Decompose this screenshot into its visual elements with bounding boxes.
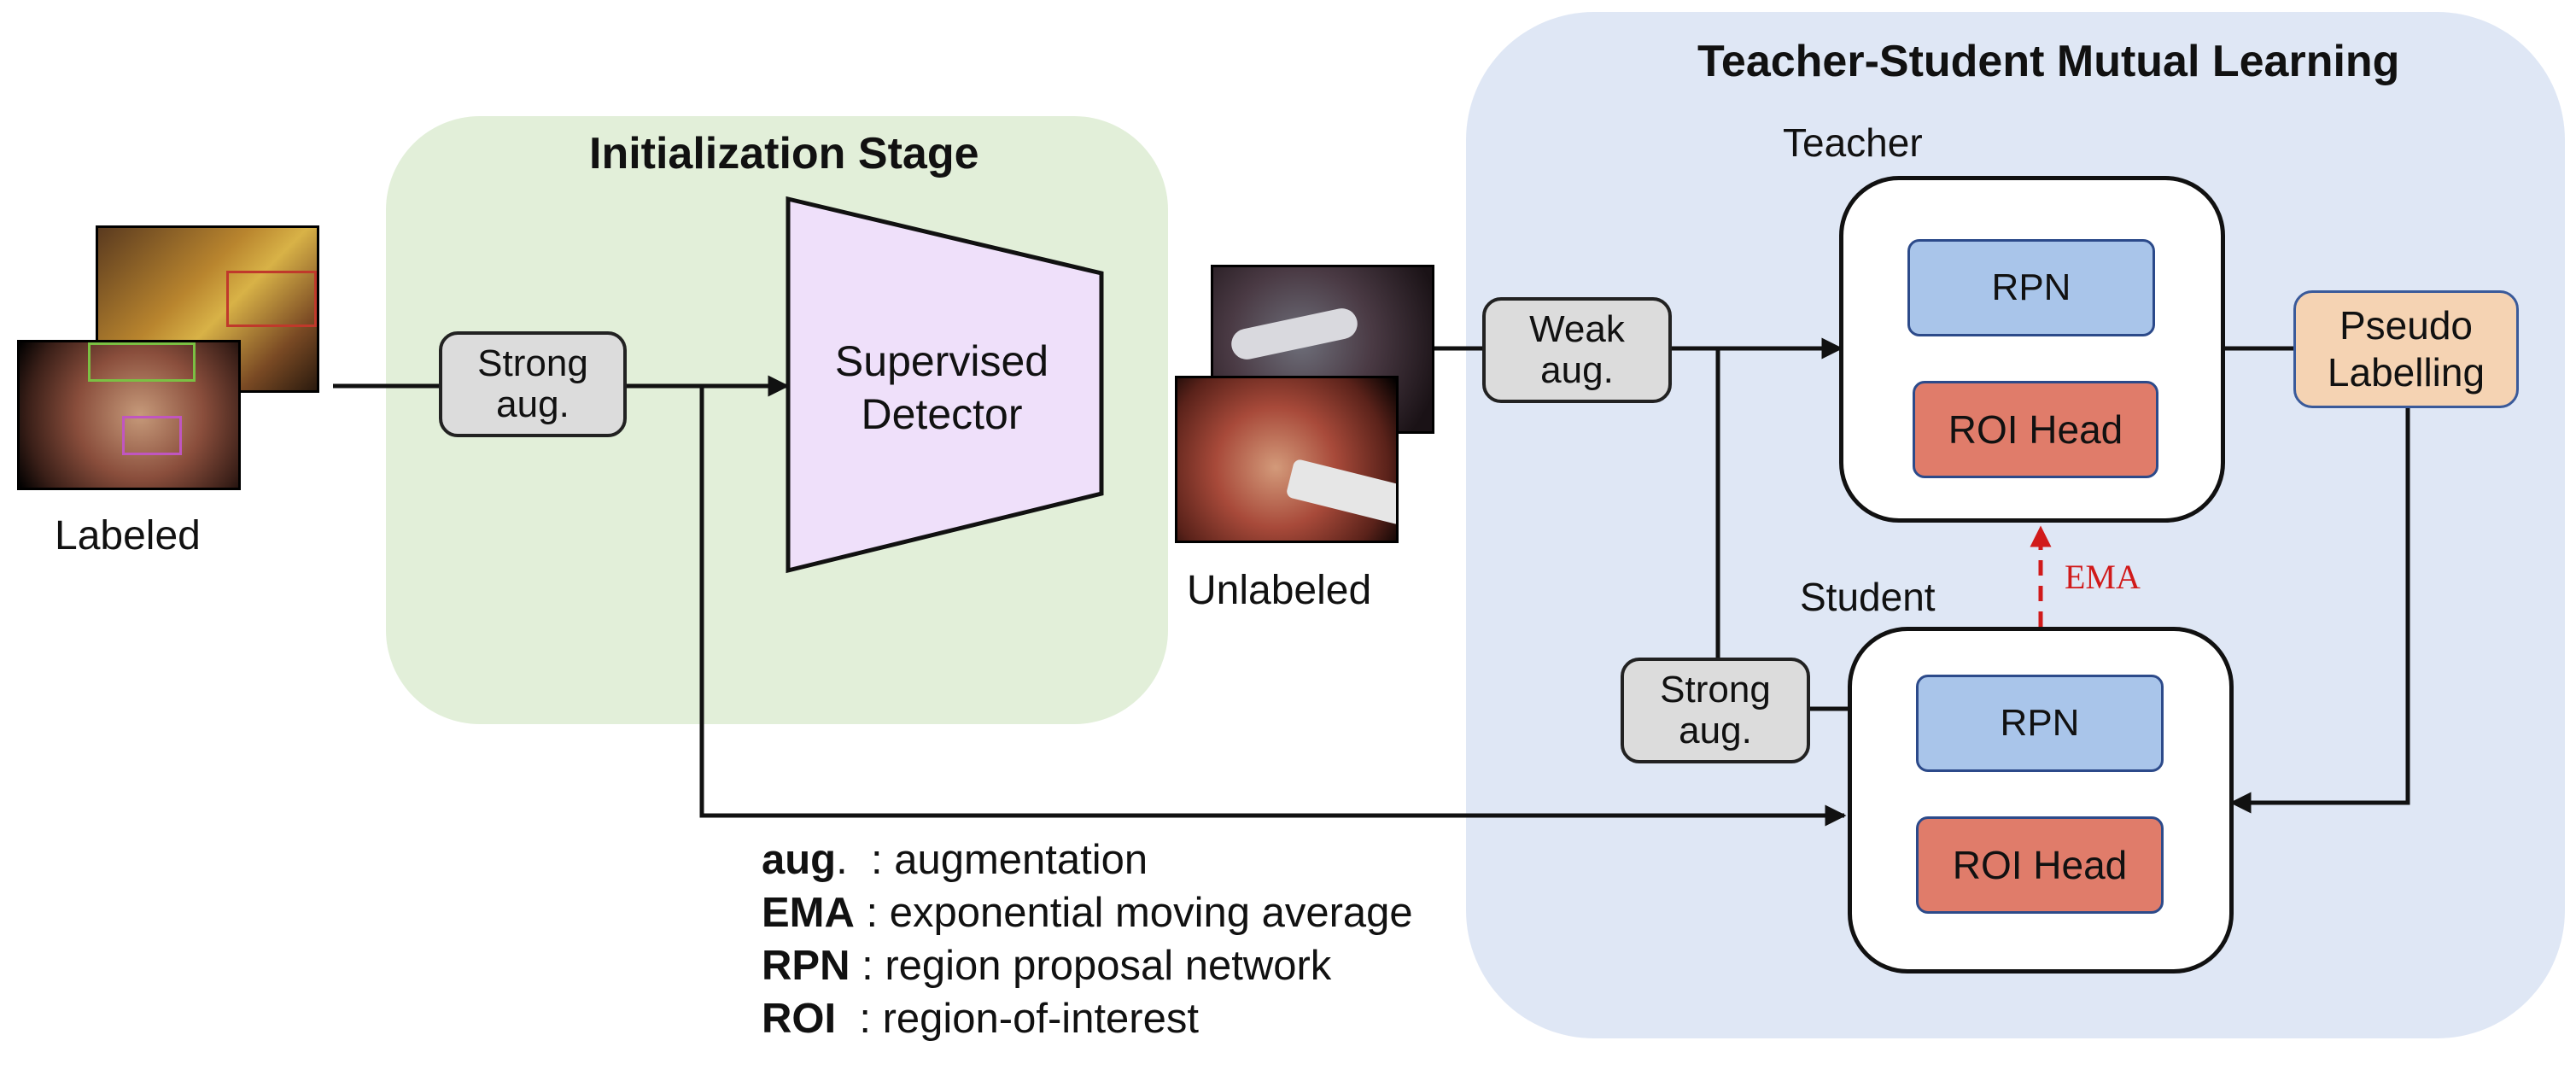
student-roi-head: ROI Head xyxy=(1916,816,2164,914)
legend-desc: exponential moving average xyxy=(889,890,1413,936)
legend-sep: : xyxy=(850,943,885,989)
unlabeled-image-front xyxy=(1175,376,1399,543)
legend-term: aug xyxy=(762,837,837,883)
legend-sep: : xyxy=(854,890,890,936)
legend-desc: region-of-interest xyxy=(882,996,1199,1042)
student-title: Student xyxy=(1800,575,1936,619)
supervised-detector-label: Supervised Detector xyxy=(834,337,1049,438)
teacher-roi-head: ROI Head xyxy=(1913,381,2158,478)
teacher-title: Teacher xyxy=(1783,120,1923,165)
legend-term: EMA xyxy=(762,890,855,936)
weak-aug-box: Weak aug. xyxy=(1482,297,1672,403)
teacher-rpn: RPN xyxy=(1907,239,2155,336)
strong-aug-box-init: Strong aug. xyxy=(439,331,627,437)
legend-desc: augmentation xyxy=(894,837,1148,883)
strong-aug-label-student: Strong aug. xyxy=(1660,668,1771,751)
mutual-learning-title: Teacher-Student Mutual Learning xyxy=(1697,37,2400,86)
labeled-image-front xyxy=(17,340,241,490)
legend-row: ROI : region-of-interest xyxy=(762,992,1413,1045)
strong-aug-box-student: Strong aug. xyxy=(1621,658,1810,763)
unlabeled-caption: Unlabeled xyxy=(1187,568,1372,613)
pseudo-labelling-box: Pseudo Labelling xyxy=(2293,290,2519,408)
legend-row: EMA : exponential moving average xyxy=(762,886,1413,939)
legend-sep: . : xyxy=(836,837,895,883)
legend-desc: region proposal network xyxy=(885,943,1332,989)
legend-term: ROI xyxy=(762,996,837,1042)
pseudo-labelling-label: Pseudo Labelling xyxy=(2327,302,2485,395)
legend: aug. : augmentation EMA : exponential mo… xyxy=(762,833,1413,1045)
labeled-caption: Labeled xyxy=(55,513,201,558)
legend-row: RPN : region proposal network xyxy=(762,939,1413,992)
legend-term: RPN xyxy=(762,943,850,989)
legend-sep: : xyxy=(836,996,883,1042)
legend-row: aug. : augmentation xyxy=(762,833,1413,886)
ema-label: EMA xyxy=(2065,558,2141,596)
student-rpn: RPN xyxy=(1916,675,2164,772)
strong-aug-label-init: Strong aug. xyxy=(477,342,588,425)
weak-aug-label: Weak aug. xyxy=(1529,307,1625,391)
initialization-stage-title: Initialization Stage xyxy=(589,129,979,178)
